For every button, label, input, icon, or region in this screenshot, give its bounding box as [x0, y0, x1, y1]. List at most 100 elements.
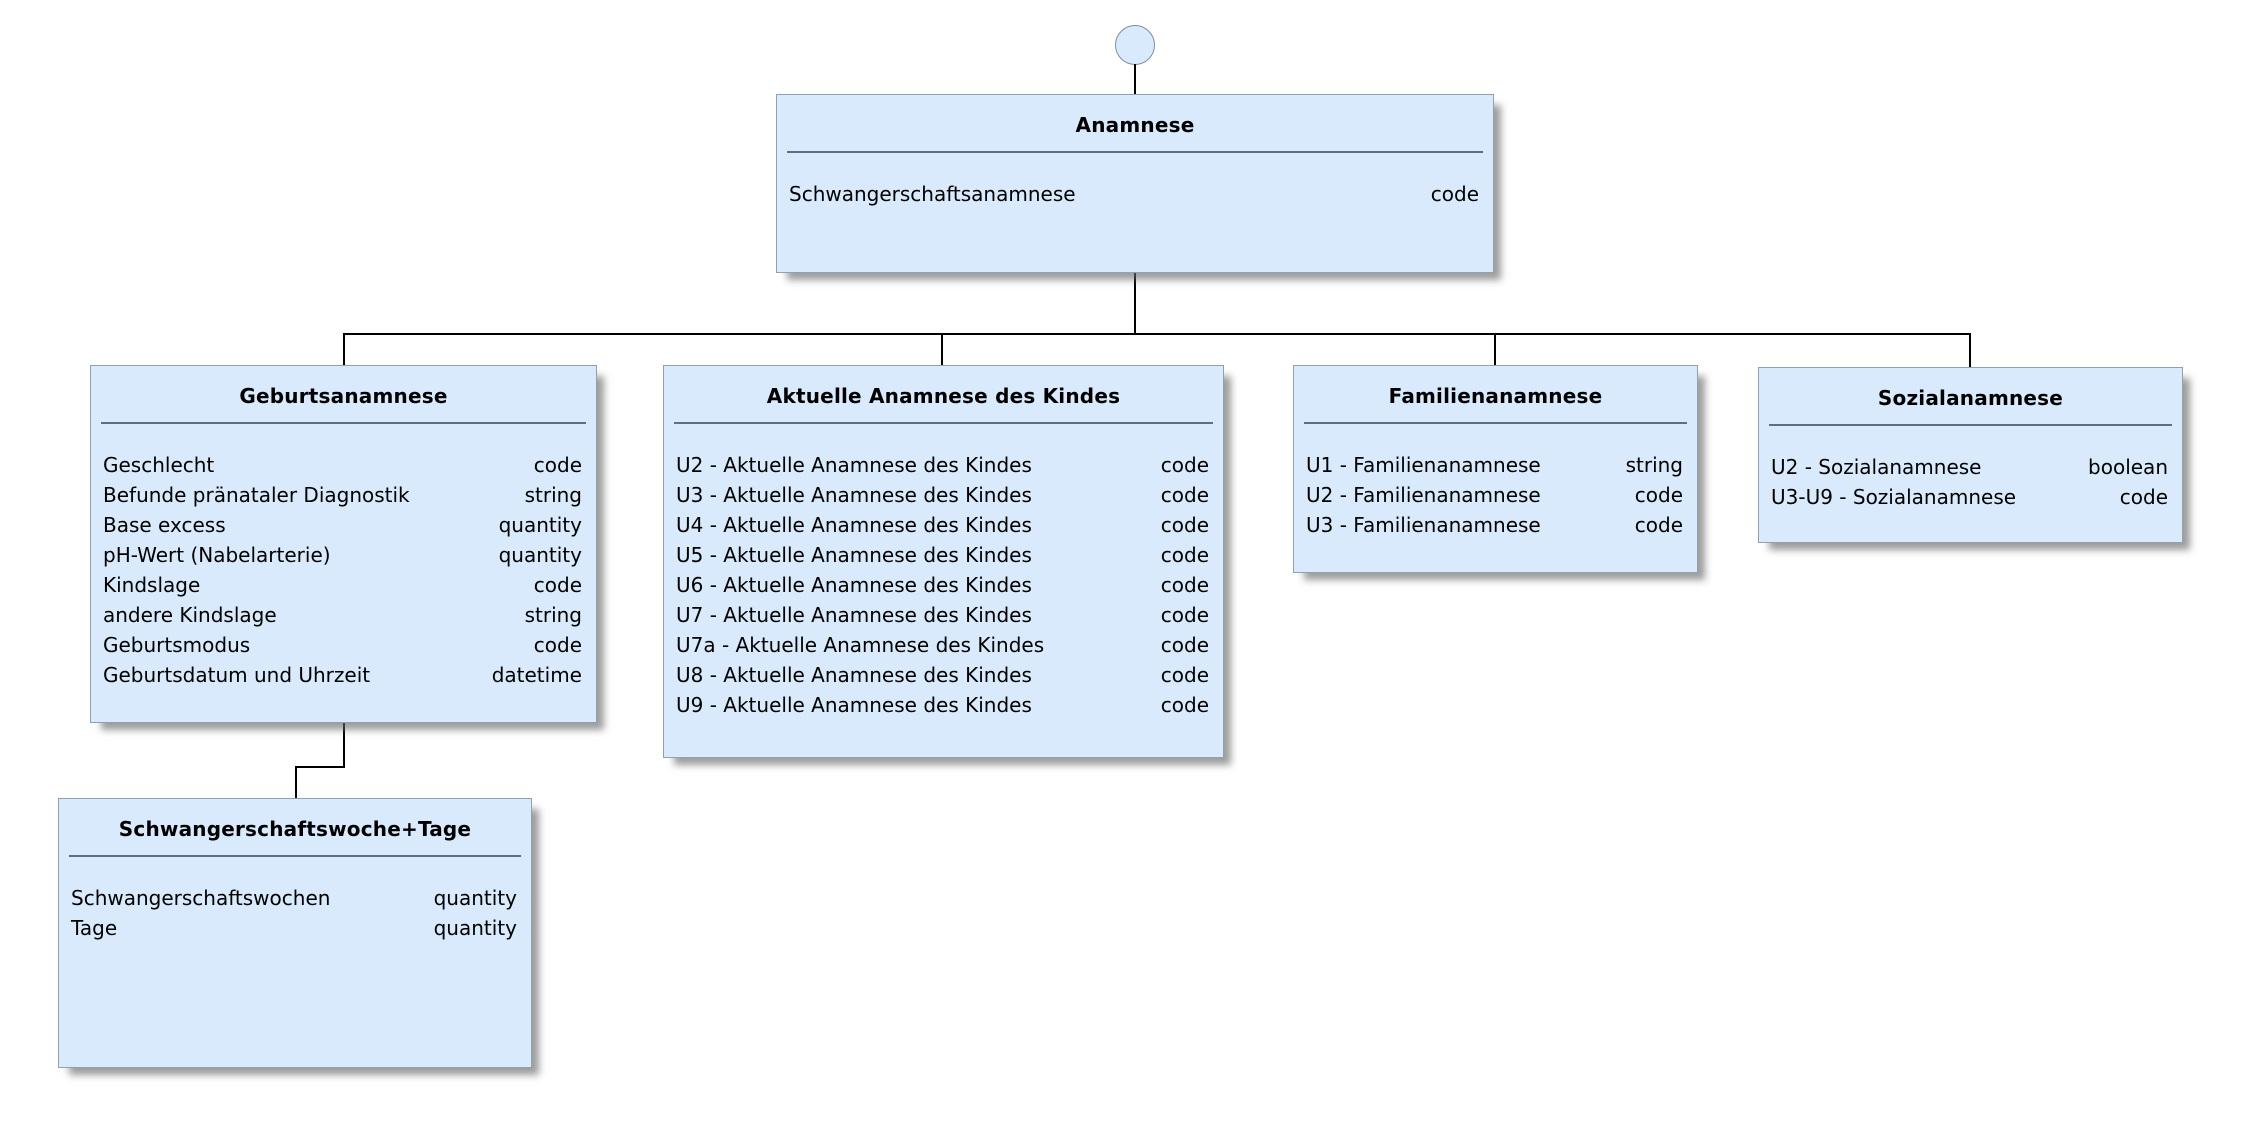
attribute-type: code [1634, 483, 1683, 507]
entity-box-anamnese[interactable]: Anamnese Schwangerschaftsanamnese code [776, 94, 1494, 273]
attribute-type: quantity [498, 513, 582, 537]
attribute-row: U8 - Aktuelle Anamnese des Kindes code [676, 660, 1209, 690]
attribute-row: U1 - Familienanamnese string [1306, 450, 1683, 480]
attribute-row: Base excess quantity [103, 510, 582, 540]
attribute-name: pH-Wert (Nabelarterie) [103, 543, 331, 567]
connector-elbow-down [343, 722, 345, 768]
attribute-row: Geburtsdatum und Uhrzeit datetime [103, 660, 582, 690]
attribute-name: Schwangerschaftsanamnese [789, 182, 1076, 206]
attribute-row: U2 - Familienanamnese code [1306, 480, 1683, 510]
attribute-type: code [2119, 485, 2168, 509]
attribute-row: U7 - Aktuelle Anamnese des Kindes code [676, 600, 1209, 630]
circle-node-icon [1115, 25, 1155, 65]
connector-drop-sozialanamnese [1969, 333, 1971, 367]
attribute-name: andere Kindslage [103, 603, 277, 627]
attribute-name: U8 - Aktuelle Anamnese des Kindes [676, 663, 1032, 687]
attribute-type: quantity [433, 916, 517, 940]
attribute-row: Geburtsmodus code [103, 630, 582, 660]
attribute-type: string [1625, 453, 1683, 477]
attribute-name: U9 - Aktuelle Anamnese des Kindes [676, 693, 1032, 717]
attribute-name: U7a - Aktuelle Anamnese des Kindes [676, 633, 1045, 657]
attribute-row: andere Kindslage string [103, 600, 582, 630]
connector-bus-line [343, 333, 1971, 335]
attribute-name: U5 - Aktuelle Anamnese des Kindes [676, 543, 1032, 567]
title-separator [101, 422, 586, 424]
attribute-name: Kindslage [103, 573, 201, 597]
attribute-row: Befunde pränataler Diagnostik string [103, 480, 582, 510]
title-separator [674, 422, 1213, 424]
attribute-type: code [1160, 453, 1209, 477]
attribute-type: datetime [491, 663, 582, 687]
attribute-row: Kindslage code [103, 570, 582, 600]
attribute-name: Befunde pränataler Diagnostik [103, 483, 410, 507]
attribute-row: U7a - Aktuelle Anamnese des Kindes code [676, 630, 1209, 660]
attribute-type: code [1160, 543, 1209, 567]
attribute-type: code [533, 633, 582, 657]
connector-start-to-anamnese [1134, 64, 1136, 94]
attribute-name: U2 - Sozialanamnese [1771, 455, 1982, 479]
attribute-name: U4 - Aktuelle Anamnese des Kindes [676, 513, 1032, 537]
attribute-name: Geschlecht [103, 453, 215, 477]
entity-title: Schwangerschaftswoche+Tage [118, 817, 472, 841]
entity-title: Anamnese [1075, 113, 1195, 137]
attribute-type: code [1430, 182, 1479, 206]
attribute-type: code [1160, 693, 1209, 717]
attribute-name: Base excess [103, 513, 226, 537]
attribute-type: code [1634, 513, 1683, 537]
attribute-name: U6 - Aktuelle Anamnese des Kindes [676, 573, 1032, 597]
attribute-name: Geburtsmodus [103, 633, 251, 657]
attribute-name: U2 - Aktuelle Anamnese des Kindes [676, 453, 1032, 477]
attribute-type: string [524, 603, 582, 627]
attribute-type: code [1160, 603, 1209, 627]
attribute-list: U2 - Aktuelle Anamnese des Kindes code U3 … [664, 424, 1223, 720]
attribute-row: Schwangerschaftswochen quantity [71, 883, 517, 913]
title-separator [1769, 424, 2172, 426]
entity-title: Sozialanamnese [1877, 386, 2064, 410]
attribute-list: U1 - Familienanamnese string U2 - Familien… [1294, 424, 1697, 540]
attribute-name: U2 - Familienanamnese [1306, 483, 1541, 507]
attribute-type: code [1160, 633, 1209, 657]
attribute-name: U7 - Aktuelle Anamnese des Kindes [676, 603, 1032, 627]
attribute-type: quantity [433, 886, 517, 910]
entity-title: Aktuelle Anamnese des Kindes [766, 384, 1121, 408]
connector-elbow-to-schwangerschaftswoche [295, 766, 297, 798]
entity-title: Geburtsanamnese [239, 384, 448, 408]
title-separator [1304, 422, 1687, 424]
attribute-type: code [1160, 663, 1209, 687]
connector-drop-aktuelle-anamnese [941, 333, 943, 365]
attribute-name: Tage [71, 916, 118, 940]
attribute-type: code [533, 573, 582, 597]
attribute-type: code [1160, 573, 1209, 597]
attribute-type: string [524, 483, 582, 507]
attribute-name: U3-U9 - Sozialanamnese [1771, 485, 2017, 509]
connector-drop-familienanamnese [1494, 333, 1496, 365]
attribute-type: quantity [498, 543, 582, 567]
attribute-row: pH-Wert (Nabelarterie) quantity [103, 540, 582, 570]
attribute-name: U1 - Familienanamnese [1306, 453, 1541, 477]
attribute-name: U3 - Aktuelle Anamnese des Kindes [676, 483, 1032, 507]
attribute-row: U2 - Aktuelle Anamnese des Kindes code [676, 450, 1209, 480]
attribute-row: Geschlecht code [103, 450, 582, 480]
attribute-name: Geburtsdatum und Uhrzeit [103, 663, 371, 687]
attribute-list: Schwangerschaftsanamnese code [777, 153, 1493, 209]
attribute-name: Schwangerschaftswochen [71, 886, 331, 910]
attribute-row: U9 - Aktuelle Anamnese des Kindes code [676, 690, 1209, 720]
attribute-type: code [533, 453, 582, 477]
attribute-row: Tage quantity [71, 913, 517, 943]
title-separator [787, 151, 1483, 153]
entity-box-schwangerschaftswoche-tage[interactable]: Schwangerschaftswoche+Tage Schwangerscha… [58, 798, 532, 1068]
entity-box-aktuelle-anamnese-des-kindes[interactable]: Aktuelle Anamnese des Kindes U2 - Aktuel… [663, 365, 1224, 758]
connector-drop-geburtsanamnese [343, 333, 345, 365]
title-separator [69, 855, 521, 857]
attribute-row: U3-U9 - Sozialanamnese code [1771, 482, 2168, 512]
